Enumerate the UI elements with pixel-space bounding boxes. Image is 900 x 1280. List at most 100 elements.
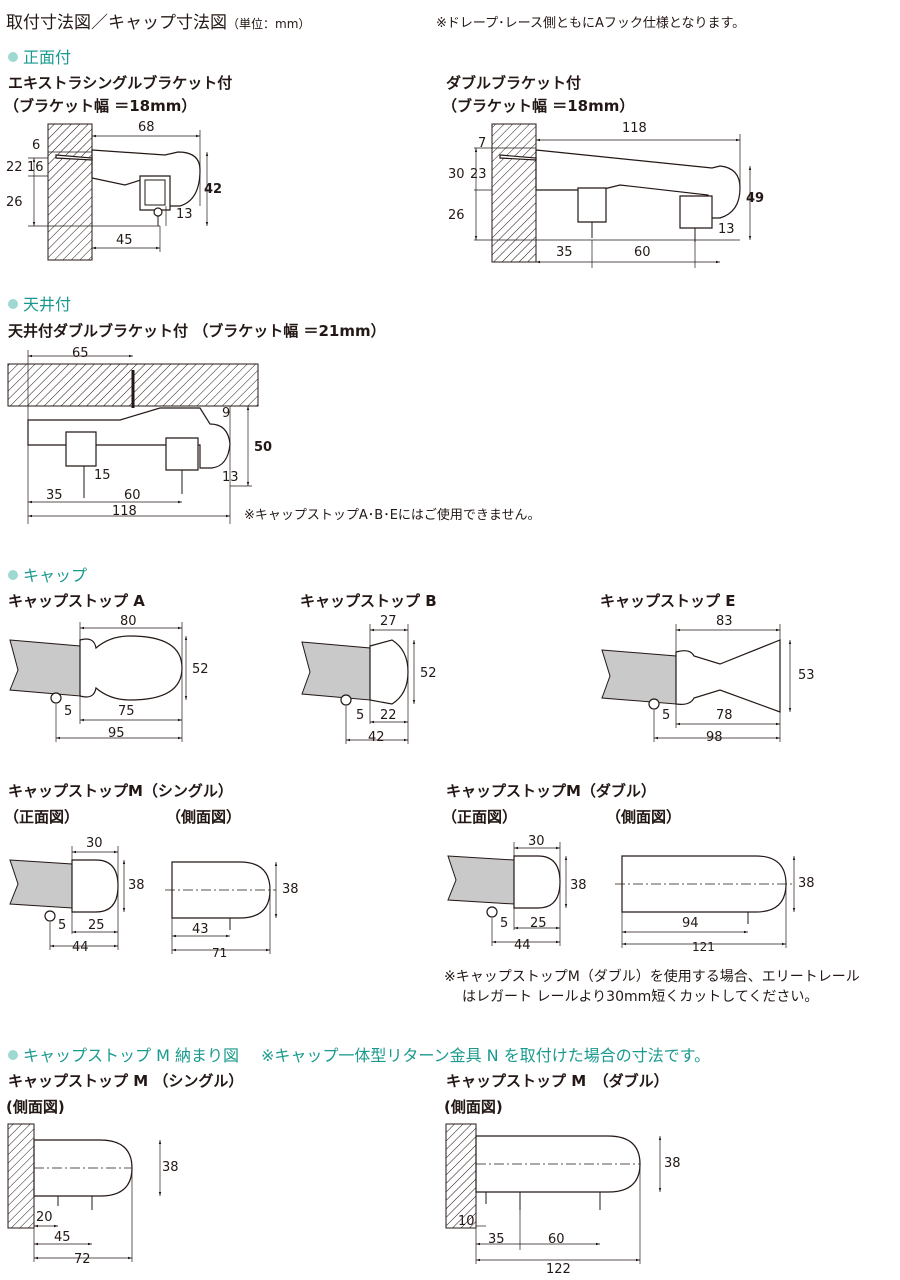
cap-m-double-front-label: （正面図） xyxy=(442,808,518,826)
cap-e-title: キャップストップ E xyxy=(600,592,736,610)
cap-m-single-front-label: （正面図） xyxy=(4,808,80,826)
cap-m-single-side-label: （側面図） xyxy=(166,808,242,826)
cap-a-title: キャップストップ A xyxy=(8,592,145,610)
dim-label: 7 xyxy=(478,136,487,151)
dim-label: 38 xyxy=(282,882,299,897)
dim-label: 52 xyxy=(192,662,209,677)
dim-label: 25 xyxy=(530,916,547,931)
dim-label: 60 xyxy=(124,488,141,503)
dim-label: 35 xyxy=(46,488,63,503)
dim-label: 44 xyxy=(72,940,89,955)
dim-label: 118 xyxy=(112,504,137,519)
dim-label: 10 xyxy=(458,1214,475,1229)
dim-label: 27 xyxy=(380,614,397,629)
cap-m xyxy=(71,859,119,913)
rail xyxy=(9,639,81,697)
rail-front xyxy=(65,431,97,467)
dim-label: 5 xyxy=(500,916,509,931)
dim-label: 94 xyxy=(682,916,699,931)
dim-label: 83 xyxy=(716,614,733,629)
dim-label: 13 xyxy=(222,470,239,485)
dim-label: 5 xyxy=(64,704,73,719)
dim-label: 121 xyxy=(692,940,715,954)
dim-label: 35 xyxy=(488,1232,505,1247)
dim-label: 45 xyxy=(54,1230,71,1245)
cap-m-double-note-1: ※キャップストップM（ダブル）を使用する場合、エリートレール xyxy=(444,969,860,985)
dim-label: 43 xyxy=(192,922,209,937)
header-note: ※ドレープ･レース側ともにAフック仕様となります。 xyxy=(436,16,746,31)
bullet-icon xyxy=(8,52,18,62)
bullet-icon xyxy=(8,299,18,309)
section-cap-label: キャップ xyxy=(23,566,88,585)
dim-label: 13 xyxy=(718,222,735,237)
section-cap: キャップ xyxy=(8,562,87,586)
rail-back xyxy=(165,437,199,471)
dim-label: 20 xyxy=(36,1210,53,1225)
section-ceiling-label: 天井付 xyxy=(23,295,72,314)
title-text: 取付寸法図／キャップ寸法図 xyxy=(6,13,227,33)
dim-label: 65 xyxy=(72,346,89,361)
dim-label: 5 xyxy=(356,708,365,723)
dim-label: 25 xyxy=(88,918,105,933)
dim-label: 95 xyxy=(108,726,125,741)
front-double-drawing xyxy=(474,123,752,268)
section-front: 正面付 xyxy=(8,44,71,68)
dim-label: 9 xyxy=(222,406,231,421)
dim-label: 5 xyxy=(58,918,67,933)
dim-label: 5 xyxy=(662,708,671,723)
section-capm-note: ※キャップ一体型リターン金具 N を取付けた場合の寸法です。 xyxy=(260,1046,711,1065)
bracket-ceiling xyxy=(27,407,231,469)
front-single-title: エキストラシングルブラケット付 xyxy=(8,74,233,92)
page-title: 取付寸法図／キャップ寸法図（単位：mm） xyxy=(6,8,310,33)
ceiling-note: ※キャップストップA･B･Eにはご使用できません。 xyxy=(244,508,541,523)
dim-label: 42 xyxy=(368,730,385,745)
dim-label: 75 xyxy=(118,704,135,719)
dim-label: 60 xyxy=(634,245,651,260)
dim-label: 22 xyxy=(6,160,23,175)
fit-single-title: キャップストップ M （シングル） xyxy=(8,1072,244,1090)
cap-knob xyxy=(79,635,183,701)
dim-label: 38 xyxy=(570,878,587,893)
cap-m-single-side-drawing xyxy=(165,861,278,954)
dim-label: 16 xyxy=(27,160,44,175)
rail-back xyxy=(679,195,713,229)
cap-b xyxy=(369,639,409,705)
dim-label: 38 xyxy=(664,1156,681,1171)
dim-label: 26 xyxy=(6,195,23,210)
dim-label: 53 xyxy=(798,668,815,683)
wall xyxy=(491,123,537,263)
dim-label: 71 xyxy=(212,946,228,960)
rail-front xyxy=(577,187,607,223)
cap-m-single-title: キャップストップM（シングル） xyxy=(8,782,233,800)
fit-double-side-label: (側面図) xyxy=(444,1098,503,1116)
cap-m-double-title: キャップストップM（ダブル） xyxy=(446,782,656,800)
fit-double-drawing xyxy=(445,1123,662,1264)
wall xyxy=(47,123,93,261)
section-capm-fit: キャップストップ M 納まり図※キャップ一体型リターン金具 N を取付けた場合の… xyxy=(8,1042,710,1066)
fit-double-title: キャップストップ M （ダブル） xyxy=(446,1072,669,1090)
front-single-width: （ブラケット幅 ＝18mm） xyxy=(4,97,197,115)
bullet-icon xyxy=(8,570,18,580)
dim-label: 38 xyxy=(162,1160,179,1175)
dim-label: 35 xyxy=(556,245,573,260)
dim-label: 49 xyxy=(746,191,765,206)
cap-m-double-note-2: はレガート レールより30mm短くカットしてください。 xyxy=(462,989,819,1005)
ceiling-double-drawing xyxy=(7,350,259,524)
dim-label: 78 xyxy=(716,708,733,723)
dim-label: 80 xyxy=(120,614,137,629)
front-double-title: ダブルブラケット付 xyxy=(446,74,582,92)
dim-label: 26 xyxy=(448,208,465,223)
screw xyxy=(55,154,93,161)
cap-b-title: キャップストップ B xyxy=(300,592,437,610)
cap-e xyxy=(675,639,781,713)
cap-a-drawing xyxy=(9,622,188,742)
cap-e-drawing xyxy=(601,624,792,742)
cap-m-double-side-label: （側面図） xyxy=(606,808,682,826)
fit-single-drawing xyxy=(7,1123,162,1262)
dim-label: 15 xyxy=(94,468,111,483)
bullet-icon xyxy=(8,1050,18,1060)
section-front-label: 正面付 xyxy=(23,48,72,67)
dim-label: 98 xyxy=(706,730,723,745)
